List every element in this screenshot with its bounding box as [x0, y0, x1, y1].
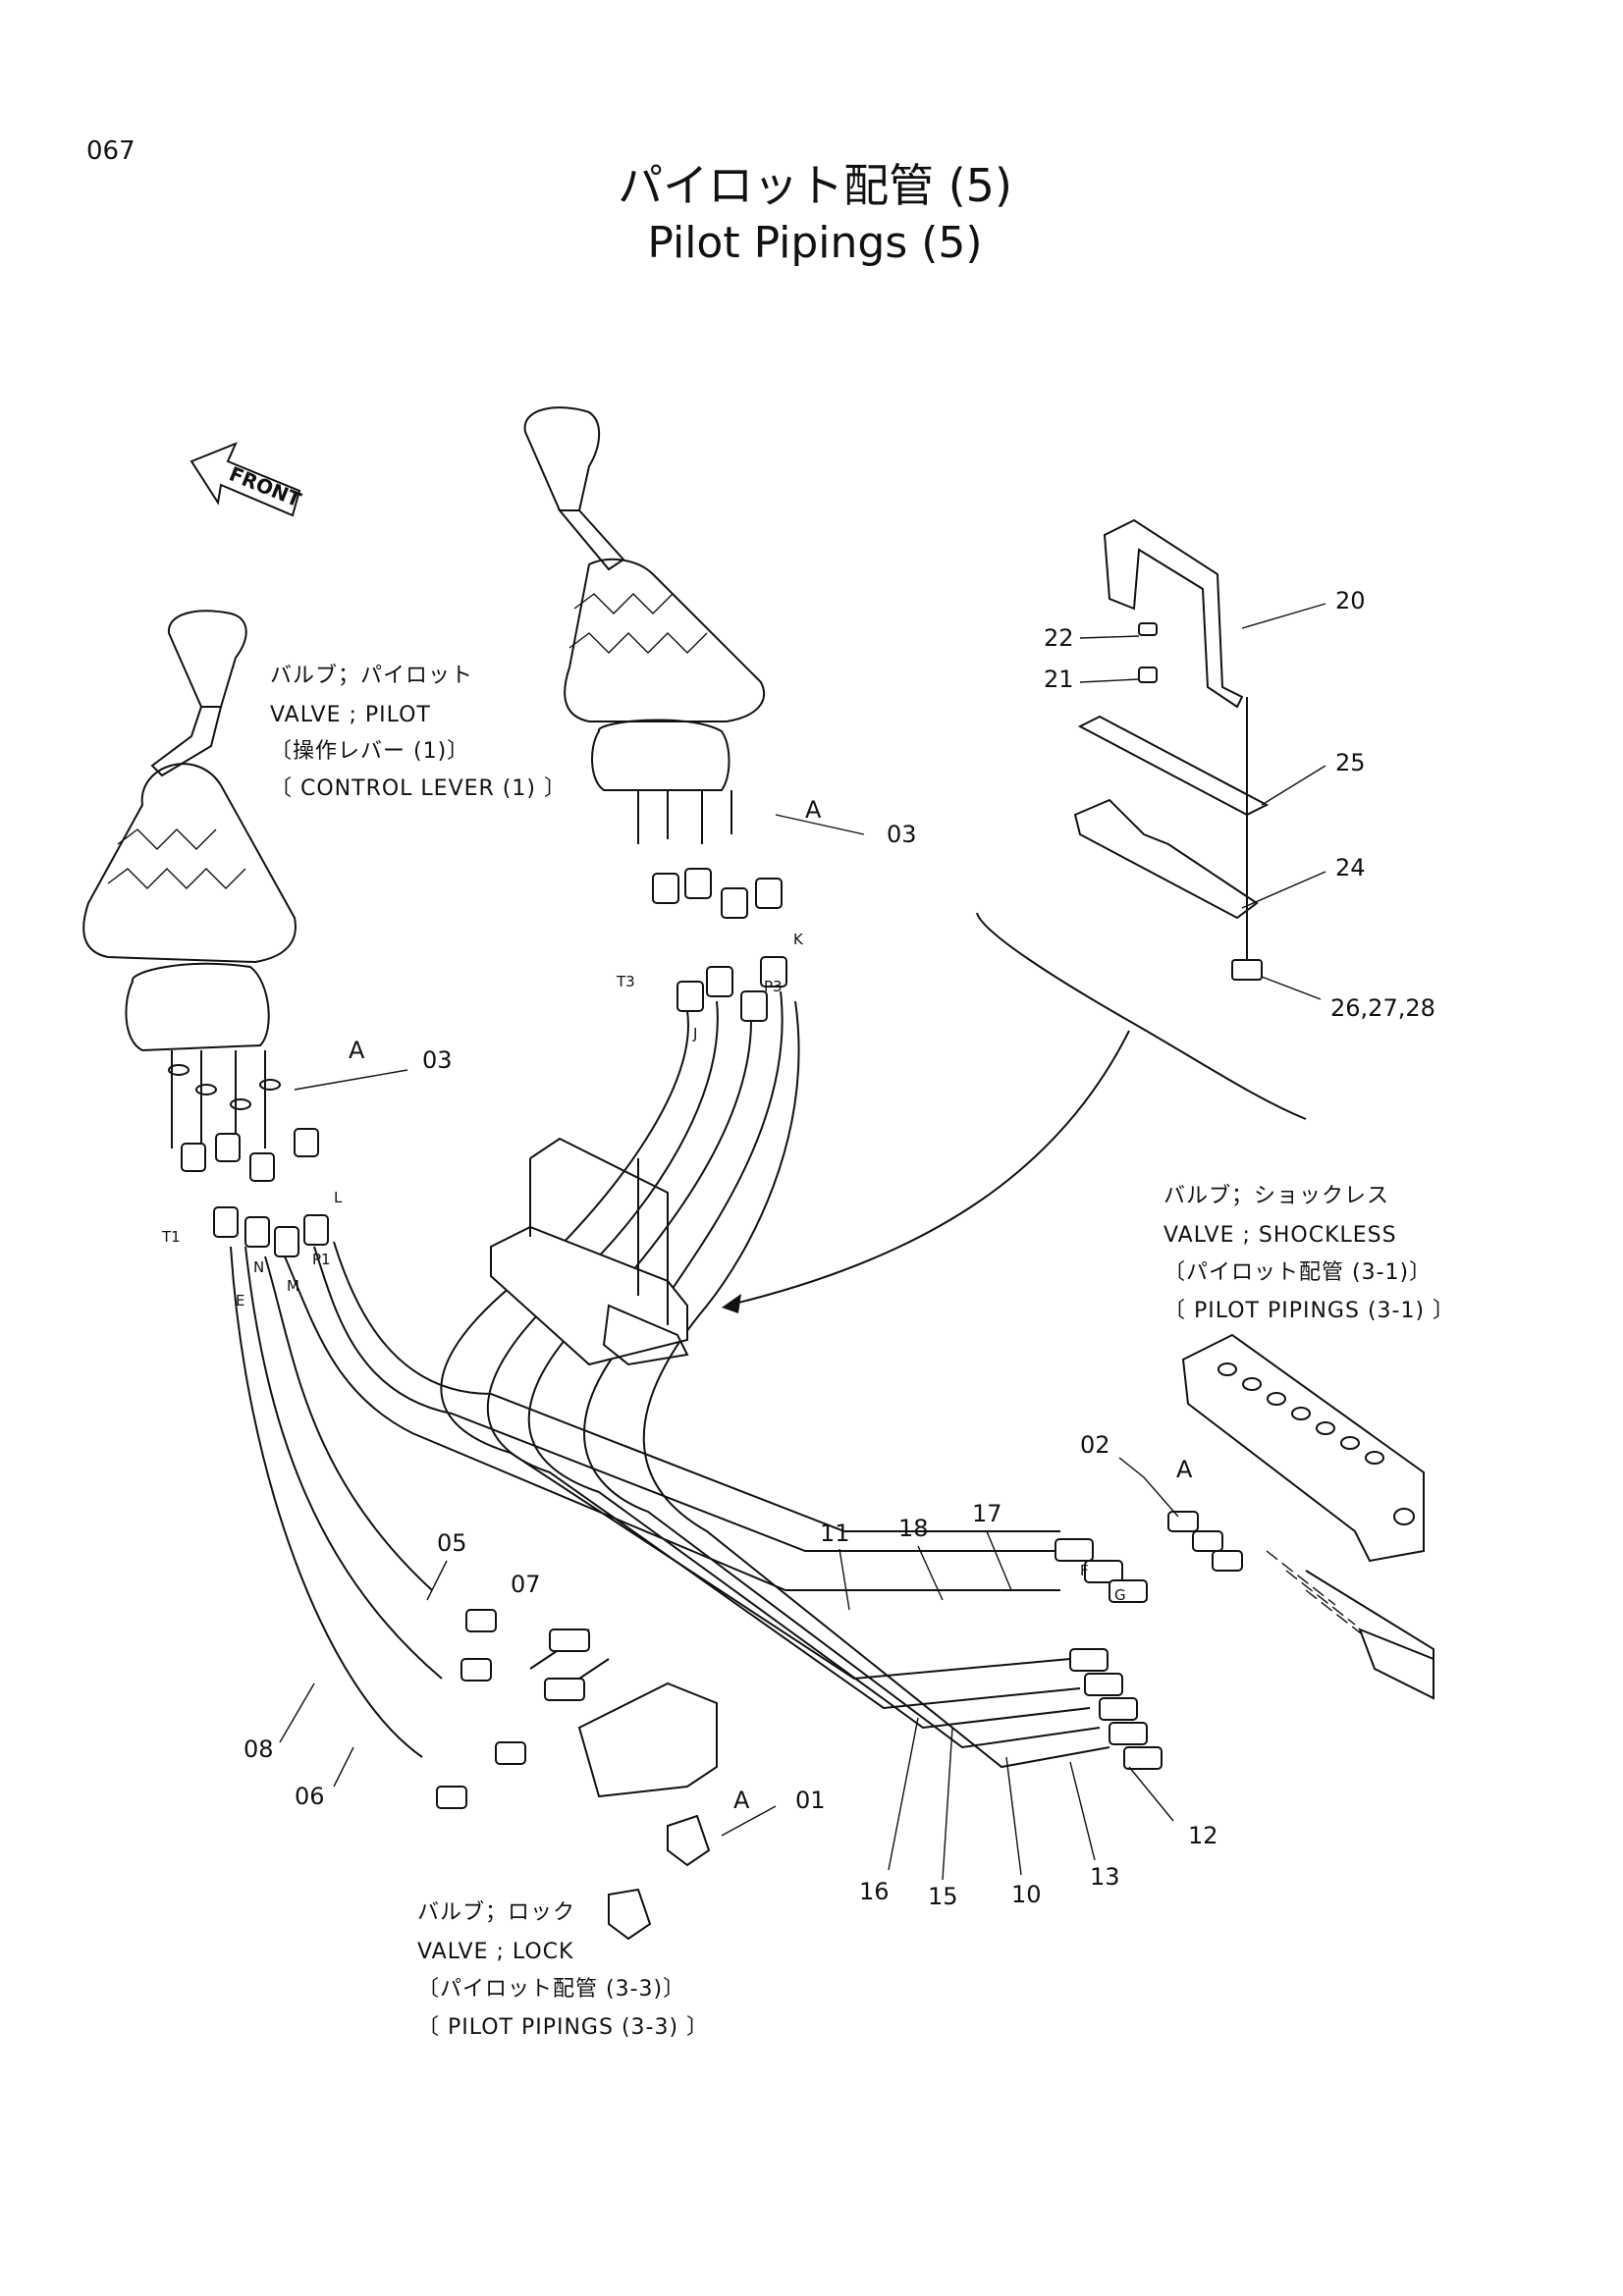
callout-line: バルブ；ショックレス: [1163, 1184, 1389, 1208]
hose-clamp: [490, 1137, 689, 1366]
port-letter: E: [236, 1292, 244, 1309]
part-number: 12: [1188, 1822, 1218, 1849]
callout-line: VALVE ; PILOT: [270, 703, 431, 727]
part-number: 26,27,28: [1330, 994, 1435, 1022]
part-number: 18: [898, 1515, 929, 1542]
pilot-valve-callout: バルブ；パイロット VALVE ; PILOT 〔操作レバー (1)〕 〔 CO…: [270, 664, 567, 801]
part-number: 16: [859, 1878, 890, 1905]
part-number: 03: [887, 821, 917, 848]
part-number: 25: [1335, 749, 1366, 776]
part-number: 22: [1044, 624, 1074, 652]
callout-line: VALVE ; LOCK: [417, 1940, 573, 1964]
right-control-lever: [523, 406, 787, 1022]
lock-valve-callout: バルブ；ロック VALVE ; LOCK 〔パイロット配管 (3-3)〕 〔 P…: [417, 1900, 709, 2040]
title-english: Pilot Pipings (5): [647, 218, 982, 268]
port-letter: T3: [616, 973, 635, 990]
part-number: 15: [928, 1883, 958, 1910]
title-japanese: パイロット配管 (5): [618, 159, 1012, 212]
part-number: 11: [820, 1520, 850, 1547]
part-number: 24: [1335, 854, 1366, 881]
port-letter: L: [334, 1189, 343, 1206]
callout-line: 〔操作レバー (1)〕: [270, 739, 469, 764]
part-number: 02: [1080, 1431, 1110, 1459]
detail-arrow-head: [722, 1294, 741, 1313]
part-labels: 01 02 03 03 05 06 07 08 10 11 12 13 15 1…: [243, 587, 1435, 1910]
detail-leader: [976, 912, 1307, 1120]
port-letter: F: [1080, 1562, 1089, 1579]
shockless-valve-callout: バルブ；ショックレス VALVE ; SHOCKLESS 〔パイロット配管 (3…: [1163, 1184, 1455, 1323]
callout-line: 〔 PILOT PIPINGS (3-3) 〕: [417, 2015, 709, 2040]
port-letter: K: [793, 931, 804, 948]
port-labels: E F G J K L M N T1 T3 P1 P3: [161, 931, 1126, 1604]
callout-line: バルブ；ロック: [417, 1900, 575, 1925]
part-number: 06: [295, 1783, 325, 1810]
callout-line: VALVE ; SHOCKLESS: [1163, 1223, 1397, 1248]
part-number: 10: [1011, 1881, 1042, 1908]
port-letter: P3: [764, 978, 783, 995]
port-letter: T1: [161, 1228, 181, 1246]
shockless-valve: [1181, 1333, 1434, 1700]
ref-letter: A: [805, 796, 822, 824]
detail-arrow: [726, 1030, 1130, 1307]
callout-line: 〔パイロット配管 (3-3)〕: [417, 1977, 685, 2002]
part-number: 07: [511, 1571, 541, 1598]
part-number: 20: [1335, 587, 1366, 614]
front-arrow: FRONT: [189, 442, 304, 517]
port-letter: J: [692, 1025, 697, 1042]
lock-valve: [436, 1609, 718, 1941]
part-number: 03: [422, 1046, 453, 1074]
part-number: 17: [972, 1500, 1002, 1527]
callout-line: 〔パイロット配管 (3-1)〕: [1163, 1260, 1432, 1285]
left-control-lever: [82, 610, 329, 1257]
hose-bundle: [230, 990, 1110, 1769]
part-number: 08: [243, 1735, 274, 1763]
port-letter: N: [253, 1258, 264, 1276]
port-letter: M: [287, 1277, 299, 1295]
part-number: 05: [437, 1529, 467, 1557]
callout-line: バルブ；パイロット: [270, 664, 473, 688]
ref-letter: A: [349, 1037, 365, 1064]
part-number: 01: [795, 1787, 826, 1814]
part-number: 21: [1044, 666, 1074, 693]
port-letter: G: [1114, 1586, 1126, 1604]
bracket-assembly: [1073, 518, 1270, 981]
callout-line: 〔 CONTROL LEVER (1) 〕: [270, 776, 567, 801]
ref-markers: A A A A: [349, 796, 1193, 1814]
ref-letter: A: [1176, 1456, 1193, 1483]
part-number: 13: [1090, 1863, 1120, 1891]
ref-letter: A: [733, 1787, 750, 1814]
port-letter: P1: [312, 1251, 331, 1268]
callout-line: 〔 PILOT PIPINGS (3-1) 〕: [1163, 1299, 1455, 1323]
hose-end-fittings: [1055, 1511, 1243, 1770]
page-code: 067: [86, 136, 135, 166]
